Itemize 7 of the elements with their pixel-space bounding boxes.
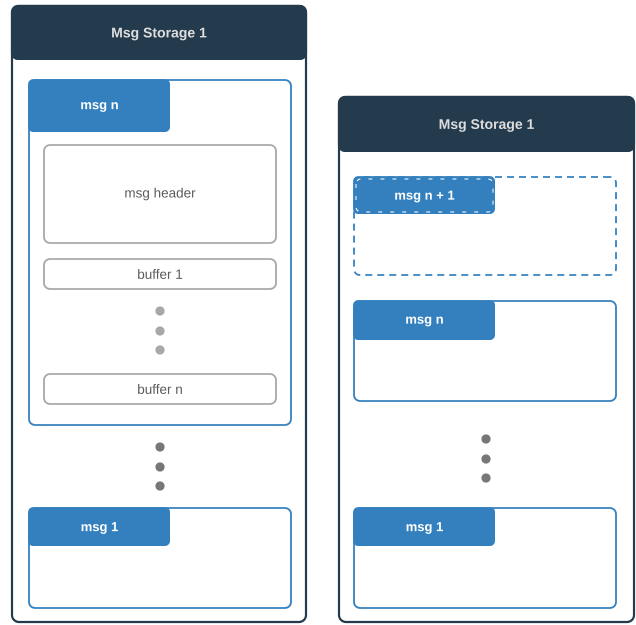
- message-box: msg 1: [353, 507, 617, 609]
- message-box: msg n + 1: [353, 176, 617, 276]
- message-box: msg n: [353, 300, 617, 402]
- field-box: buffer n: [43, 373, 277, 405]
- field-box: buffer 1: [43, 258, 277, 290]
- field-box: msg header: [43, 144, 277, 244]
- message-box: msg 1: [28, 507, 292, 609]
